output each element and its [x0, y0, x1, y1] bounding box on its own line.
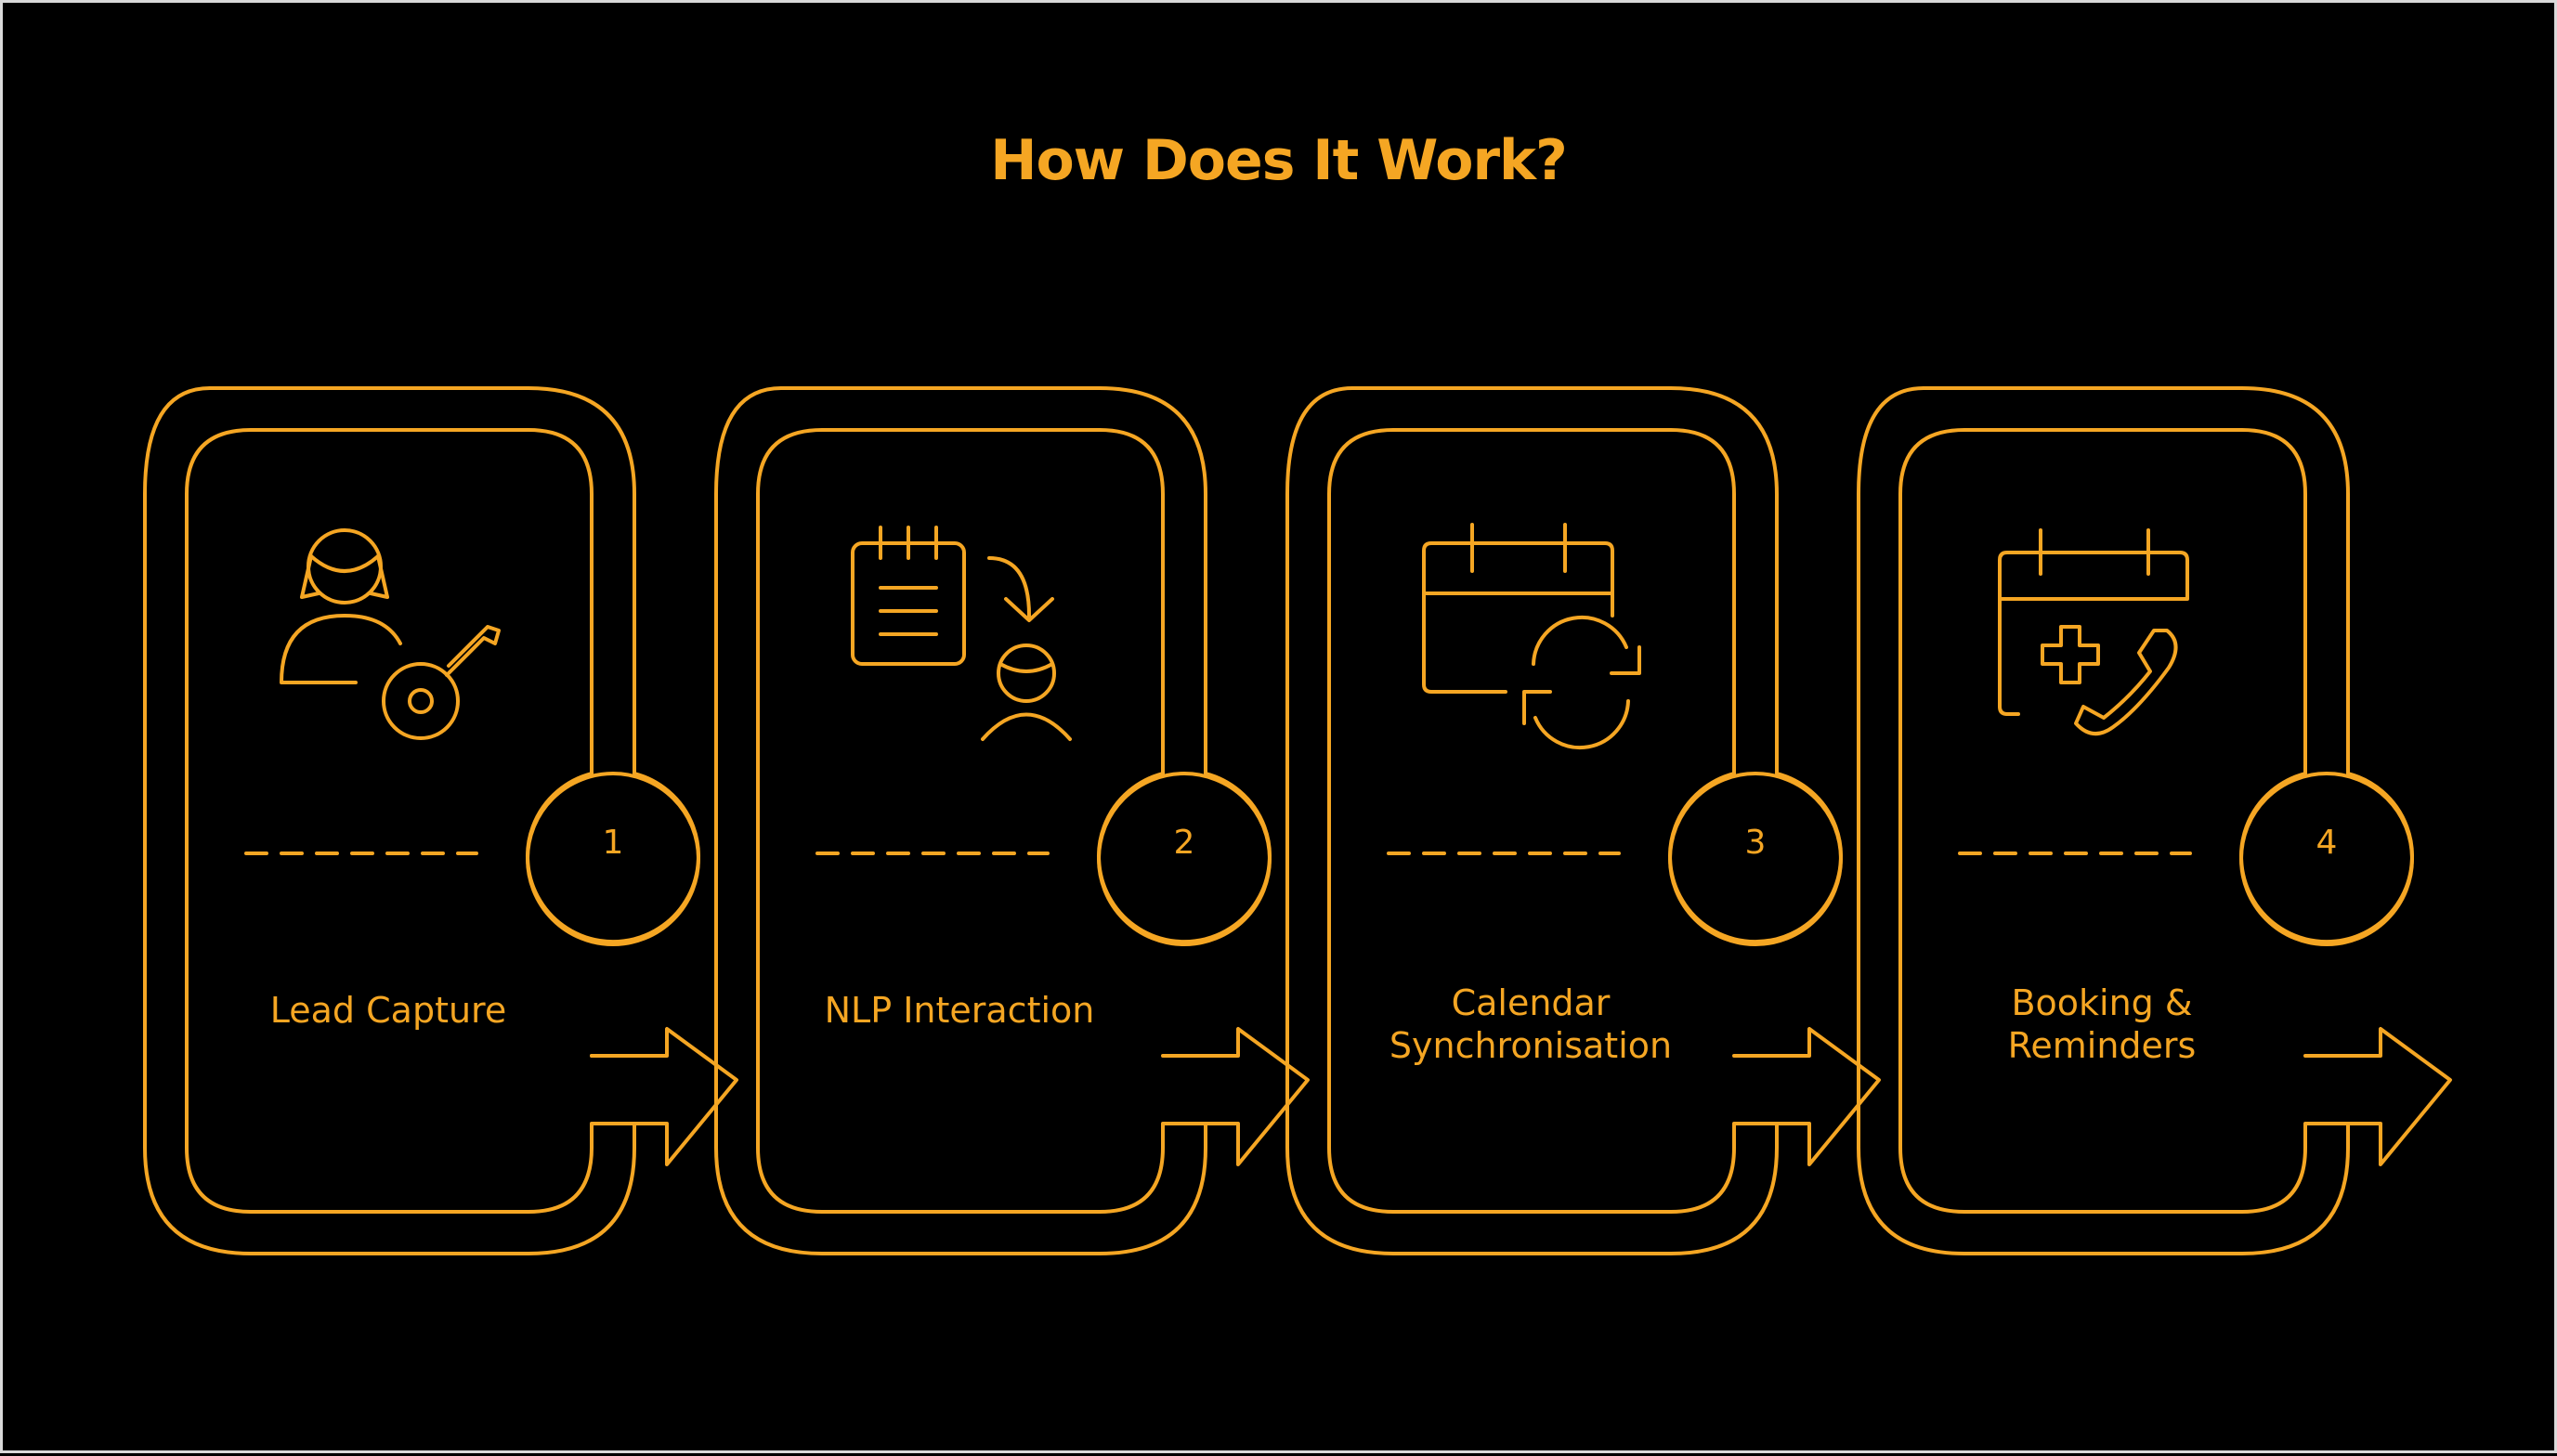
- step-2-label: NLP Interaction: [824, 990, 1095, 1031]
- step-2-number-circle: [1097, 772, 1272, 946]
- step-3-number-circle: [1668, 772, 1843, 946]
- step-3-icon: [1422, 523, 1641, 750]
- step-2-number: 2: [1173, 824, 1195, 862]
- step-3-label: Calendar Synchronisation: [1389, 982, 1673, 1066]
- step-4-icon: [1998, 528, 2189, 735]
- step-4-number: 4: [2316, 824, 2338, 862]
- step-4-number-circle: [2239, 772, 2414, 946]
- step-1-number-circle: [526, 772, 700, 946]
- step-1-icon: [280, 528, 501, 740]
- step-3-number: 3: [1744, 824, 1767, 862]
- process-flow-diagram: [143, 386, 2452, 1255]
- step-2-icon: [851, 526, 1072, 741]
- page-title: How Does It Work?: [990, 128, 1568, 193]
- step-4-label: Booking & Reminders: [2007, 982, 2197, 1066]
- step-1-number: 1: [602, 824, 624, 862]
- step-1-label: Lead Capture: [269, 990, 507, 1031]
